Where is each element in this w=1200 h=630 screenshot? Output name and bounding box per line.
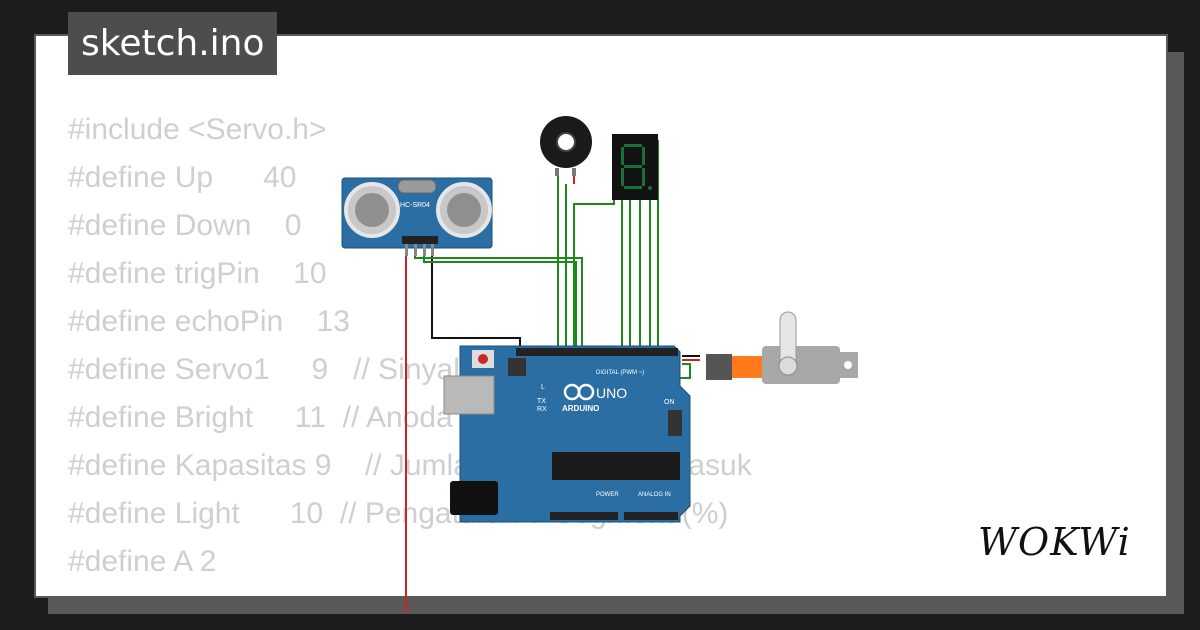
label-digital: DIGITAL (PWM ~) [596, 370, 644, 376]
power-header [550, 512, 618, 520]
wire-gnd [431, 244, 521, 356]
atmega-chip [552, 452, 680, 480]
arduino-uno-board[interactable]: UNO ARDUINO ON L TX RX DIGITAL (PWM ~) P… [443, 345, 691, 523]
digital-header [516, 348, 678, 356]
label-power: POWER [596, 492, 619, 498]
servo-motor[interactable] [706, 311, 858, 384]
buzzer[interactable] [540, 116, 592, 176]
code-line: #define Down 0 [68, 209, 302, 242]
file-title: sketch.ino [68, 12, 278, 75]
wire-echo [423, 244, 577, 356]
arduino-logo [563, 383, 595, 401]
label-on: ON [664, 399, 675, 406]
sensor-label: HC-SR04 [400, 202, 430, 209]
ultrasonic-sensor[interactable]: HC-SR04 [341, 177, 493, 256]
code-line: #define Bright 11 // Anoda [68, 401, 453, 434]
board-brand: ARDUINO [562, 404, 599, 413]
wokwi-logo: WOKWi [978, 520, 1131, 564]
code-line: #define A 2 [68, 545, 217, 578]
preview-card: #include <Servo.h> #define Up 40 #define D… [34, 34, 1168, 598]
wire-seg-6 [573, 196, 615, 356]
wire-trig [414, 244, 583, 356]
code-line: #define echoPin 13 [68, 305, 350, 338]
analog-header [624, 512, 678, 520]
code-line: #define trigPin 10 [68, 257, 327, 290]
label-rx: RX [537, 406, 547, 413]
label-tx: TX [537, 398, 546, 405]
board-model: UNO [596, 385, 627, 401]
label-analog: ANALOG IN [638, 492, 671, 498]
code-line: #define Up 40 [68, 161, 297, 194]
label-l: L [541, 384, 545, 391]
seven-segment-display[interactable] [612, 134, 658, 200]
code-line: #include <Servo.h> [68, 113, 327, 146]
